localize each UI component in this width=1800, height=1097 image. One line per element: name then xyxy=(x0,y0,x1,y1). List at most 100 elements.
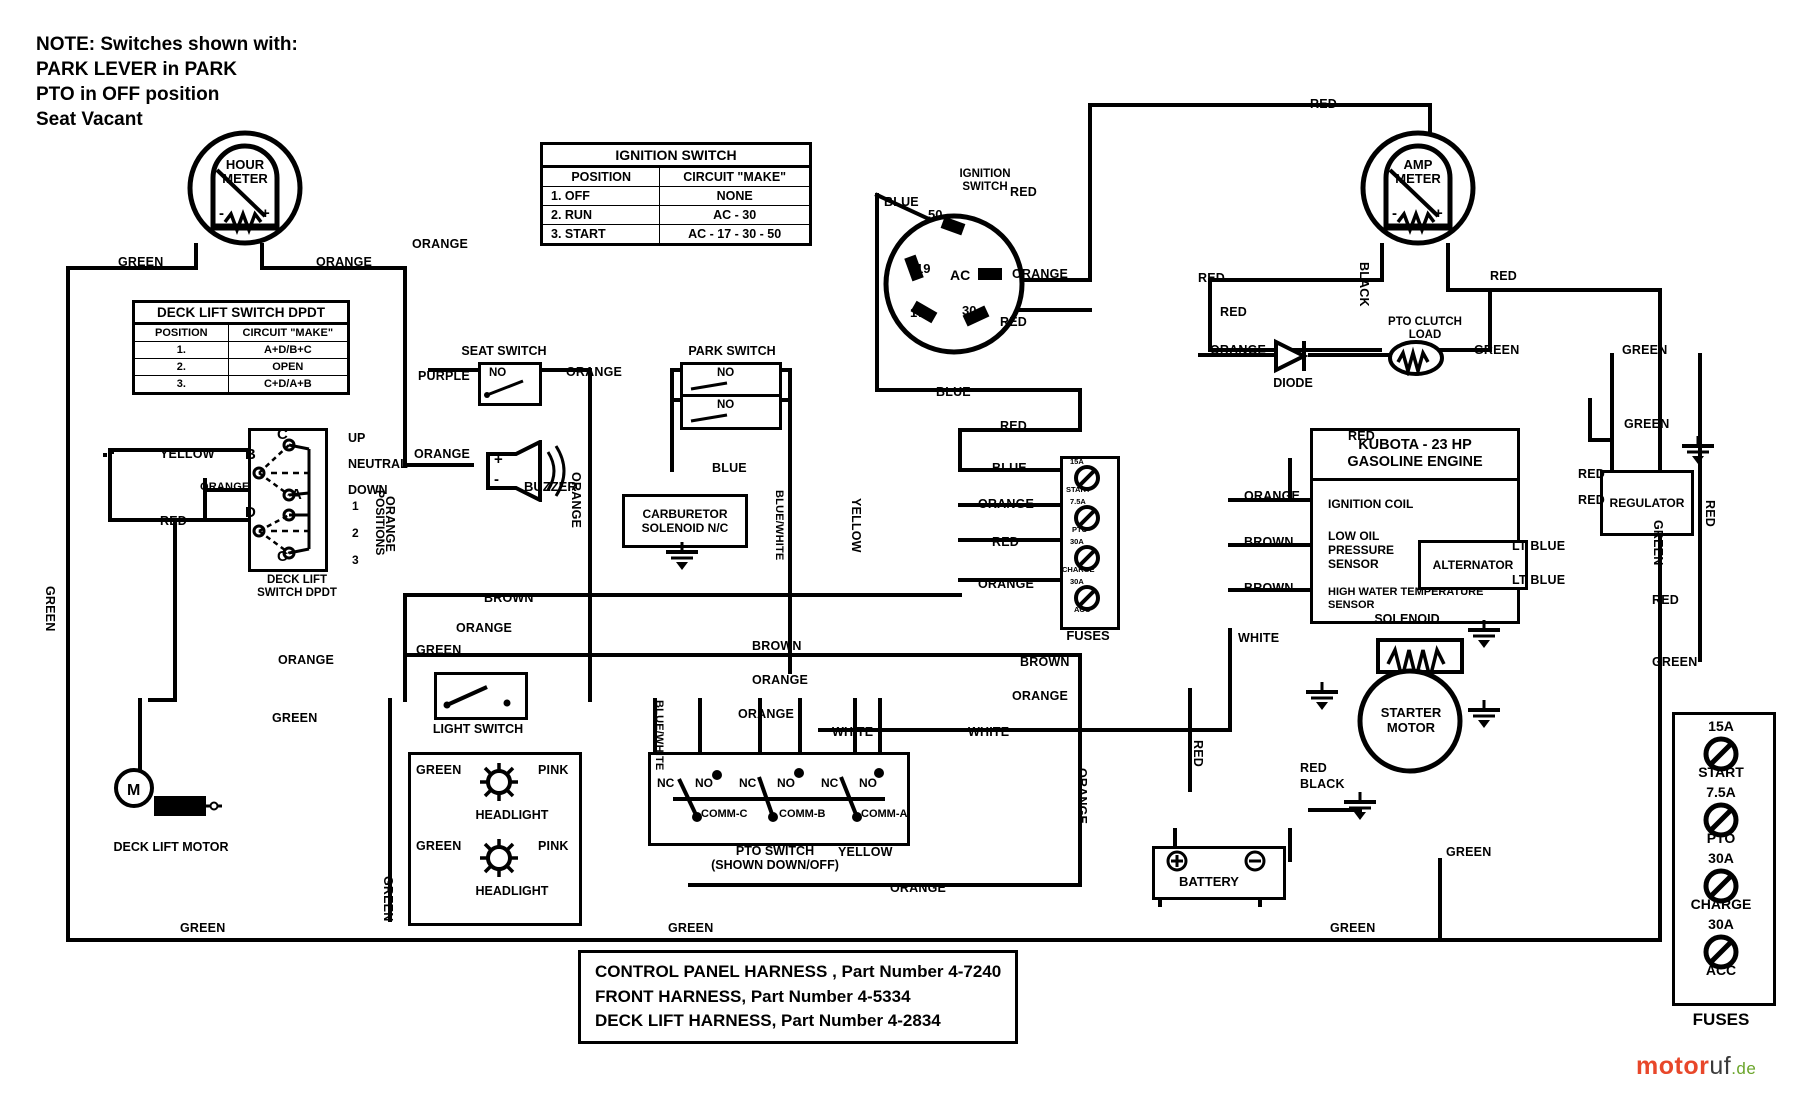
starter-motor-label: STARTER MOTOR xyxy=(1380,705,1442,735)
wire-label-red-ign1: RED xyxy=(1010,185,1037,199)
wire-label-red-vert: RED xyxy=(1703,500,1717,527)
carb-solenoid-line-2: SOLENOID N/C xyxy=(641,521,729,535)
wire-label-green-batt: GREEN xyxy=(1446,845,1492,859)
deck-terminal-b: B xyxy=(245,446,256,463)
watermark: motoruf.de xyxy=(1636,1052,1756,1081)
wire-label-orange-top: ORANGE xyxy=(412,237,469,251)
carb-solenoid-line-1: CARBURETOR xyxy=(642,507,728,521)
ignition-table-title: IGNITION SWITCH xyxy=(541,143,811,168)
starter-ground-right-icon xyxy=(1468,620,1500,648)
amp-meter: AMP METER - + xyxy=(1358,130,1478,248)
pto-nc-3: NC xyxy=(821,776,839,790)
headlight-lower-icon xyxy=(480,839,518,877)
note-line-4: Seat Vacant xyxy=(36,109,143,131)
harness-line-2: FRONT HARNESS, Part Number 4-5334 xyxy=(595,986,911,1006)
carb-solenoid-ground-icon xyxy=(666,542,698,570)
pto-clutch-caption: PTO CLUTCH LOAD xyxy=(1388,316,1462,342)
center-fuse-1-amp: 7.5A xyxy=(1070,497,1086,506)
headlight-upper-icon xyxy=(480,763,518,801)
amp-meter-plus: + xyxy=(1434,205,1443,222)
battery-label: BATTERY xyxy=(1179,874,1239,889)
deck-position-neutral: NEUTRAL xyxy=(348,457,408,471)
park-switch-label: PARK SWITCH xyxy=(688,344,776,358)
deck-table-header-position: POSITION xyxy=(133,323,229,342)
wire-label-orange-coil: ORANGE xyxy=(1244,489,1301,503)
deck-table-header-circuit: CIRCUIT "MAKE" xyxy=(227,323,350,342)
pto-no-3: NO xyxy=(859,776,877,790)
wire-label-blue-ign: BLUE xyxy=(884,195,919,209)
table-row: 1. A+D/B+C xyxy=(133,341,350,359)
headlight-lower-label: HEADLIGHT xyxy=(475,884,549,898)
center-fuse-3-name: ACC xyxy=(1074,605,1091,614)
fuse-3-amp: 30A xyxy=(1708,916,1734,932)
ignition-terminal-17: 17 xyxy=(910,305,925,320)
wire-label-black-batt: BLACK xyxy=(1300,777,1345,791)
wire-label-orange-mid1: ORANGE xyxy=(456,621,513,635)
park-switch-no-label-1: NO xyxy=(717,367,735,379)
wire-label-green-right2: GREEN xyxy=(1624,417,1670,431)
alternator-label: ALTERNATOR xyxy=(1432,558,1514,572)
wire-label-green-bottom3: GREEN xyxy=(1330,921,1376,935)
wire-label-green-mid: GREEN xyxy=(272,711,318,725)
pto-comm-c: COMM-C xyxy=(701,808,748,820)
carburetor-solenoid: CARBURETOR SOLENOID N/C xyxy=(622,494,748,548)
deck-lift-switch[interactable]: C B A D C xyxy=(245,427,328,572)
pto-comm-a: COMM-A xyxy=(861,808,908,820)
park-switch-no-label-2: NO xyxy=(717,399,735,411)
headlight-upper xyxy=(476,762,522,802)
solenoid-graphic xyxy=(1376,638,1464,678)
pto-nc-1: NC xyxy=(657,776,675,790)
ignition-terminal-30: 30 xyxy=(962,303,977,318)
deck-row-0-circuit: A+D/B+C xyxy=(227,341,350,359)
starter-motor-graphic xyxy=(1357,668,1463,774)
harness-line-3: DECK LIFT HARNESS, Part Number 4-2834 xyxy=(595,1011,941,1031)
wire-label-orange-mid2: ORANGE xyxy=(278,653,335,667)
deck-lift-motor: M xyxy=(112,762,222,824)
table-row: 2. RUN AC - 30 xyxy=(540,205,811,225)
wire-label-ltblue2: LT BLUE xyxy=(1512,573,1566,587)
park-switch-lower[interactable]: NO xyxy=(680,394,782,430)
battery: BATTERY xyxy=(1152,846,1286,900)
wire-label-yellow-vert: YELLOW xyxy=(849,498,863,553)
ignition-terminal-19: 19 xyxy=(916,261,931,276)
pto-no-2: NO xyxy=(777,776,795,790)
watermark-part-1: motor xyxy=(1636,1052,1710,1080)
deck-terminal-c-bot: C xyxy=(277,548,288,565)
seat-switch-contacts xyxy=(484,379,524,398)
ignition-table-header-circuit: CIRCUIT "MAKE" xyxy=(659,166,811,187)
battery-terminals xyxy=(1166,850,1266,872)
diode-icon xyxy=(1274,338,1309,374)
ignition-switch: 50 AC 19 17 30 xyxy=(880,208,1028,358)
seat-switch[interactable]: NO xyxy=(478,362,542,406)
headlight-lower xyxy=(476,838,522,878)
center-fuse-symbols xyxy=(1074,465,1100,611)
deck-lift-switch-contacts xyxy=(252,438,311,560)
fuse-2-amp: 30A xyxy=(1708,850,1734,866)
wire-label-green-hl1: GREEN xyxy=(416,763,462,777)
svg-text:M: M xyxy=(127,782,140,799)
svg-text:-: - xyxy=(494,471,499,488)
deck-position-up: UP xyxy=(348,431,366,445)
deck-lift-motor-graphic: M xyxy=(114,768,222,816)
wire-label-brown-water: BROWN xyxy=(1244,581,1294,595)
wire-label-bluewhite-vert: BLUE/WHITE xyxy=(773,490,785,561)
seat-switch-no-label: NO xyxy=(489,367,507,379)
table-row: 2. OPEN xyxy=(133,358,350,376)
wire-label-brown-center: BROWN xyxy=(752,639,802,653)
wire-label-red-fuse-top: RED xyxy=(1000,419,1027,433)
wire-label-orange-ign: ORANGE xyxy=(1012,267,1069,281)
buzzer-label: BUZZER xyxy=(524,479,577,494)
wire-label-orange-vert2: ORANGE xyxy=(569,472,583,529)
pto-switch[interactable]: NC NO NC NO NC NO COMM-C COMM-B COMM-A xyxy=(648,752,910,846)
regulator: REGULATOR xyxy=(1600,470,1694,536)
light-switch[interactable] xyxy=(434,672,528,720)
pto-switch-caption: PTO SWITCH (SHOWN DOWN/OFF) xyxy=(711,844,839,873)
wire-label-orange-deck1: ORANGE xyxy=(200,481,250,493)
wire-label-ltblue1: LT BLUE xyxy=(1512,539,1566,553)
park-switch-upper[interactable]: NO xyxy=(680,362,782,398)
pto-comm-b: COMM-B xyxy=(779,808,826,820)
ignition-switch-graphic xyxy=(883,213,1025,355)
center-fuse-1-name: PTO xyxy=(1072,525,1088,534)
light-switch-contacts xyxy=(443,685,511,709)
